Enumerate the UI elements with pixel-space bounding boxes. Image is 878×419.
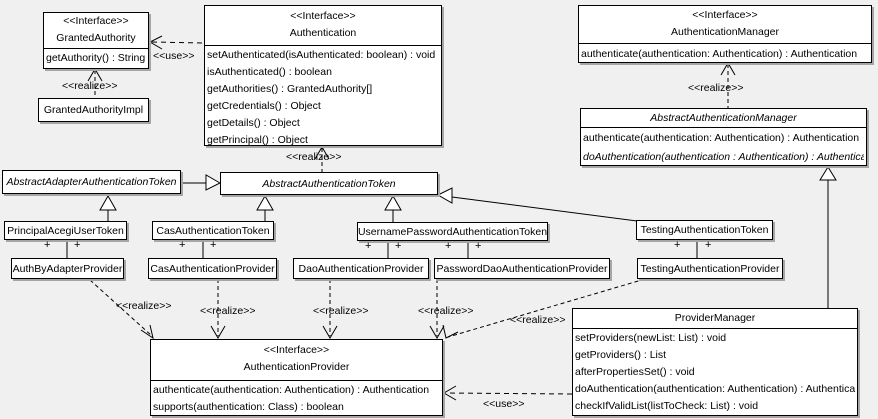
class-name: GrantedAuthorityImpl (43, 104, 144, 116)
method: getProviders() : List (575, 349, 667, 361)
class-name: AbstractAuthenticationToken (262, 177, 396, 190)
triangle-gen-abstracttoken-right (436, 187, 453, 204)
class-name: CasAuthenticationProvider (150, 262, 275, 275)
class-dao-authentication-provider[interactable]: DaoAuthenticationProvider (293, 258, 429, 279)
edge-use-providermanager-authenticationprovider (445, 392, 573, 395)
triangle-gen-abstracttoken-left (205, 174, 222, 191)
class-authentication[interactable]: <<Interface>> Authentication setAuthenti… (204, 5, 442, 146)
class-auth-by-adapter-provider[interactable]: AuthByAdapterProvider (11, 258, 124, 279)
class-name: AuthenticationManager (671, 26, 779, 38)
class-name: AbstractAuthenticationManager (650, 112, 797, 124)
class-name: TestingAuthenticationToken (640, 224, 769, 236)
method: getPrincipal() : Object (207, 134, 308, 146)
assoc-plus-marker: + (179, 239, 186, 251)
assoc-plus-marker: + (705, 239, 712, 251)
realize-label: <<realize>> (418, 305, 474, 317)
stereotype-label: <<Interface>> (263, 344, 330, 356)
method: getAuthorities() : GrantedAuthority[] (207, 83, 373, 95)
arrowhead-realize-testing (442, 324, 459, 339)
class-name: AbstractAdapterAuthenticationToken (6, 176, 177, 188)
method: afterPropertiesSet() : void (575, 366, 695, 378)
class-authentication-provider[interactable]: <<Interface>> AuthenticationProvider aut… (150, 339, 443, 416)
class-name: PasswordDaoAuthenticationProvider (436, 262, 608, 275)
method: checkIfValidList(listToCheck: List) : vo… (575, 400, 759, 412)
arrowhead-realize-dao (322, 325, 338, 339)
method: getAuthority() : String (46, 52, 146, 64)
method: doAuthentication(authentication: Authent… (575, 383, 855, 395)
assoc-plus-marker: + (475, 240, 482, 252)
class-authentication-manager[interactable]: <<Interface>> AuthenticationManager auth… (578, 5, 872, 63)
stereotype-label: <<Interface>> (692, 9, 758, 21)
assoc-plus-marker: + (74, 239, 81, 251)
class-name: ProviderManager (674, 312, 756, 324)
arrowhead-use-grantedauthority (148, 35, 163, 50)
realize-label: <<realize>> (510, 314, 566, 326)
arrowhead-use-authenticationprovider (443, 385, 457, 401)
realize-label: <<realize>> (200, 305, 256, 317)
class-testing-authentication-token[interactable]: TestingAuthenticationToken (636, 220, 773, 240)
stereotype-label: <<Interface>> (63, 15, 129, 27)
assoc-plus-marker: + (674, 239, 681, 251)
use-label: <<use>> (483, 398, 525, 410)
realize-label: <<realize>> (116, 300, 172, 312)
realize-label: <<realize>> (313, 305, 369, 317)
realize-label: <<realize>> (688, 82, 744, 94)
triangle-gen-abstracttoken-usernamepassword (384, 194, 402, 211)
realize-label: <<realize>> (62, 80, 118, 92)
assoc-plus-marker: + (395, 240, 402, 252)
assoc-plus-marker: + (445, 240, 452, 252)
class-abstract-authentication-manager[interactable]: AbstractAuthenticationManager authentica… (580, 108, 867, 166)
assoc-plus-marker: + (365, 240, 372, 252)
class-name: TestingAuthenticationProvider (640, 262, 780, 275)
class-name: DaoAuthenticationProvider (298, 262, 424, 275)
class-abstract-adapter-authentication-token[interactable]: AbstractAdapterAuthenticationToken (2, 170, 181, 194)
arrowhead-realize-authenticationmanager (720, 62, 736, 76)
stereotype-label: <<Interface>> (290, 10, 356, 22)
class-granted-authority[interactable]: <<Interface>> GrantedAuthority getAuthor… (43, 12, 149, 69)
arrowhead-realize-authenticationprovider-left (140, 324, 154, 340)
class-cas-authentication-provider[interactable]: CasAuthenticationProvider (148, 258, 277, 279)
class-testing-authentication-provider[interactable]: TestingAuthenticationProvider (637, 258, 783, 279)
class-password-dao-authentication-provider[interactable]: PasswordDaoAuthenticationProvider (434, 258, 610, 279)
class-abstract-authentication-token[interactable]: AbstractAuthenticationToken (220, 172, 438, 195)
method: supports(authentication: Class) : boolea… (153, 401, 344, 413)
arrowhead-realize-cas (210, 325, 226, 339)
class-cas-authentication-token[interactable]: CasAuthenticationToken (152, 221, 274, 240)
realize-label: <<realize>> (286, 151, 342, 163)
class-name: PrincipalAcegiUserToken (7, 224, 124, 237)
assoc-plus-marker: + (44, 239, 51, 251)
edge-use-authentication-grantedauthority (151, 41, 205, 44)
arrowhead-realize-passworddao (429, 325, 445, 339)
class-principal-acegi-user-token[interactable]: PrincipalAcegiUserToken (4, 221, 127, 240)
triangle-gen-abstracttoken-cas (256, 194, 274, 211)
method: getDetails() : Object (207, 117, 300, 129)
class-name: CasAuthenticationToken (156, 224, 270, 237)
class-name: Authentication (289, 27, 357, 39)
method: setProviders(newList: List) : void (575, 332, 727, 344)
triangle-gen-abstractauthmanager (819, 166, 837, 181)
class-provider-manager[interactable]: ProviderManager setProviders(newList: Li… (572, 308, 858, 416)
method: doAuthentication(authentication : Authen… (583, 151, 864, 163)
method: getCredentials() : Object (207, 100, 321, 112)
method: setAuthenticated(isAuthenticated: boolea… (207, 49, 436, 61)
method: authenticate(authentication: Authenticat… (581, 48, 858, 60)
class-name: GrantedAuthority (56, 32, 136, 44)
class-name: AuthByAdapterProvider (12, 262, 123, 275)
method: authenticate(authentication: Authenticat… (153, 384, 430, 396)
class-username-password-authentication-token[interactable]: UsernamePasswordAuthenticationToken (357, 222, 548, 241)
assoc-plus-marker: + (210, 239, 217, 251)
use-label: <<use>> (153, 50, 195, 62)
method: isAuthenticated() : boolean (207, 66, 332, 78)
triangle-gen-abstractadapter (99, 194, 117, 211)
method: authenticate(authentication: Authenticat… (583, 132, 860, 144)
class-granted-authority-impl[interactable]: GrantedAuthorityImpl (38, 98, 149, 122)
class-name: AuthenticationProvider (243, 361, 350, 373)
edge-gen-testingtoken (451, 196, 638, 222)
class-name: UsernamePasswordAuthenticationToken (357, 225, 548, 238)
